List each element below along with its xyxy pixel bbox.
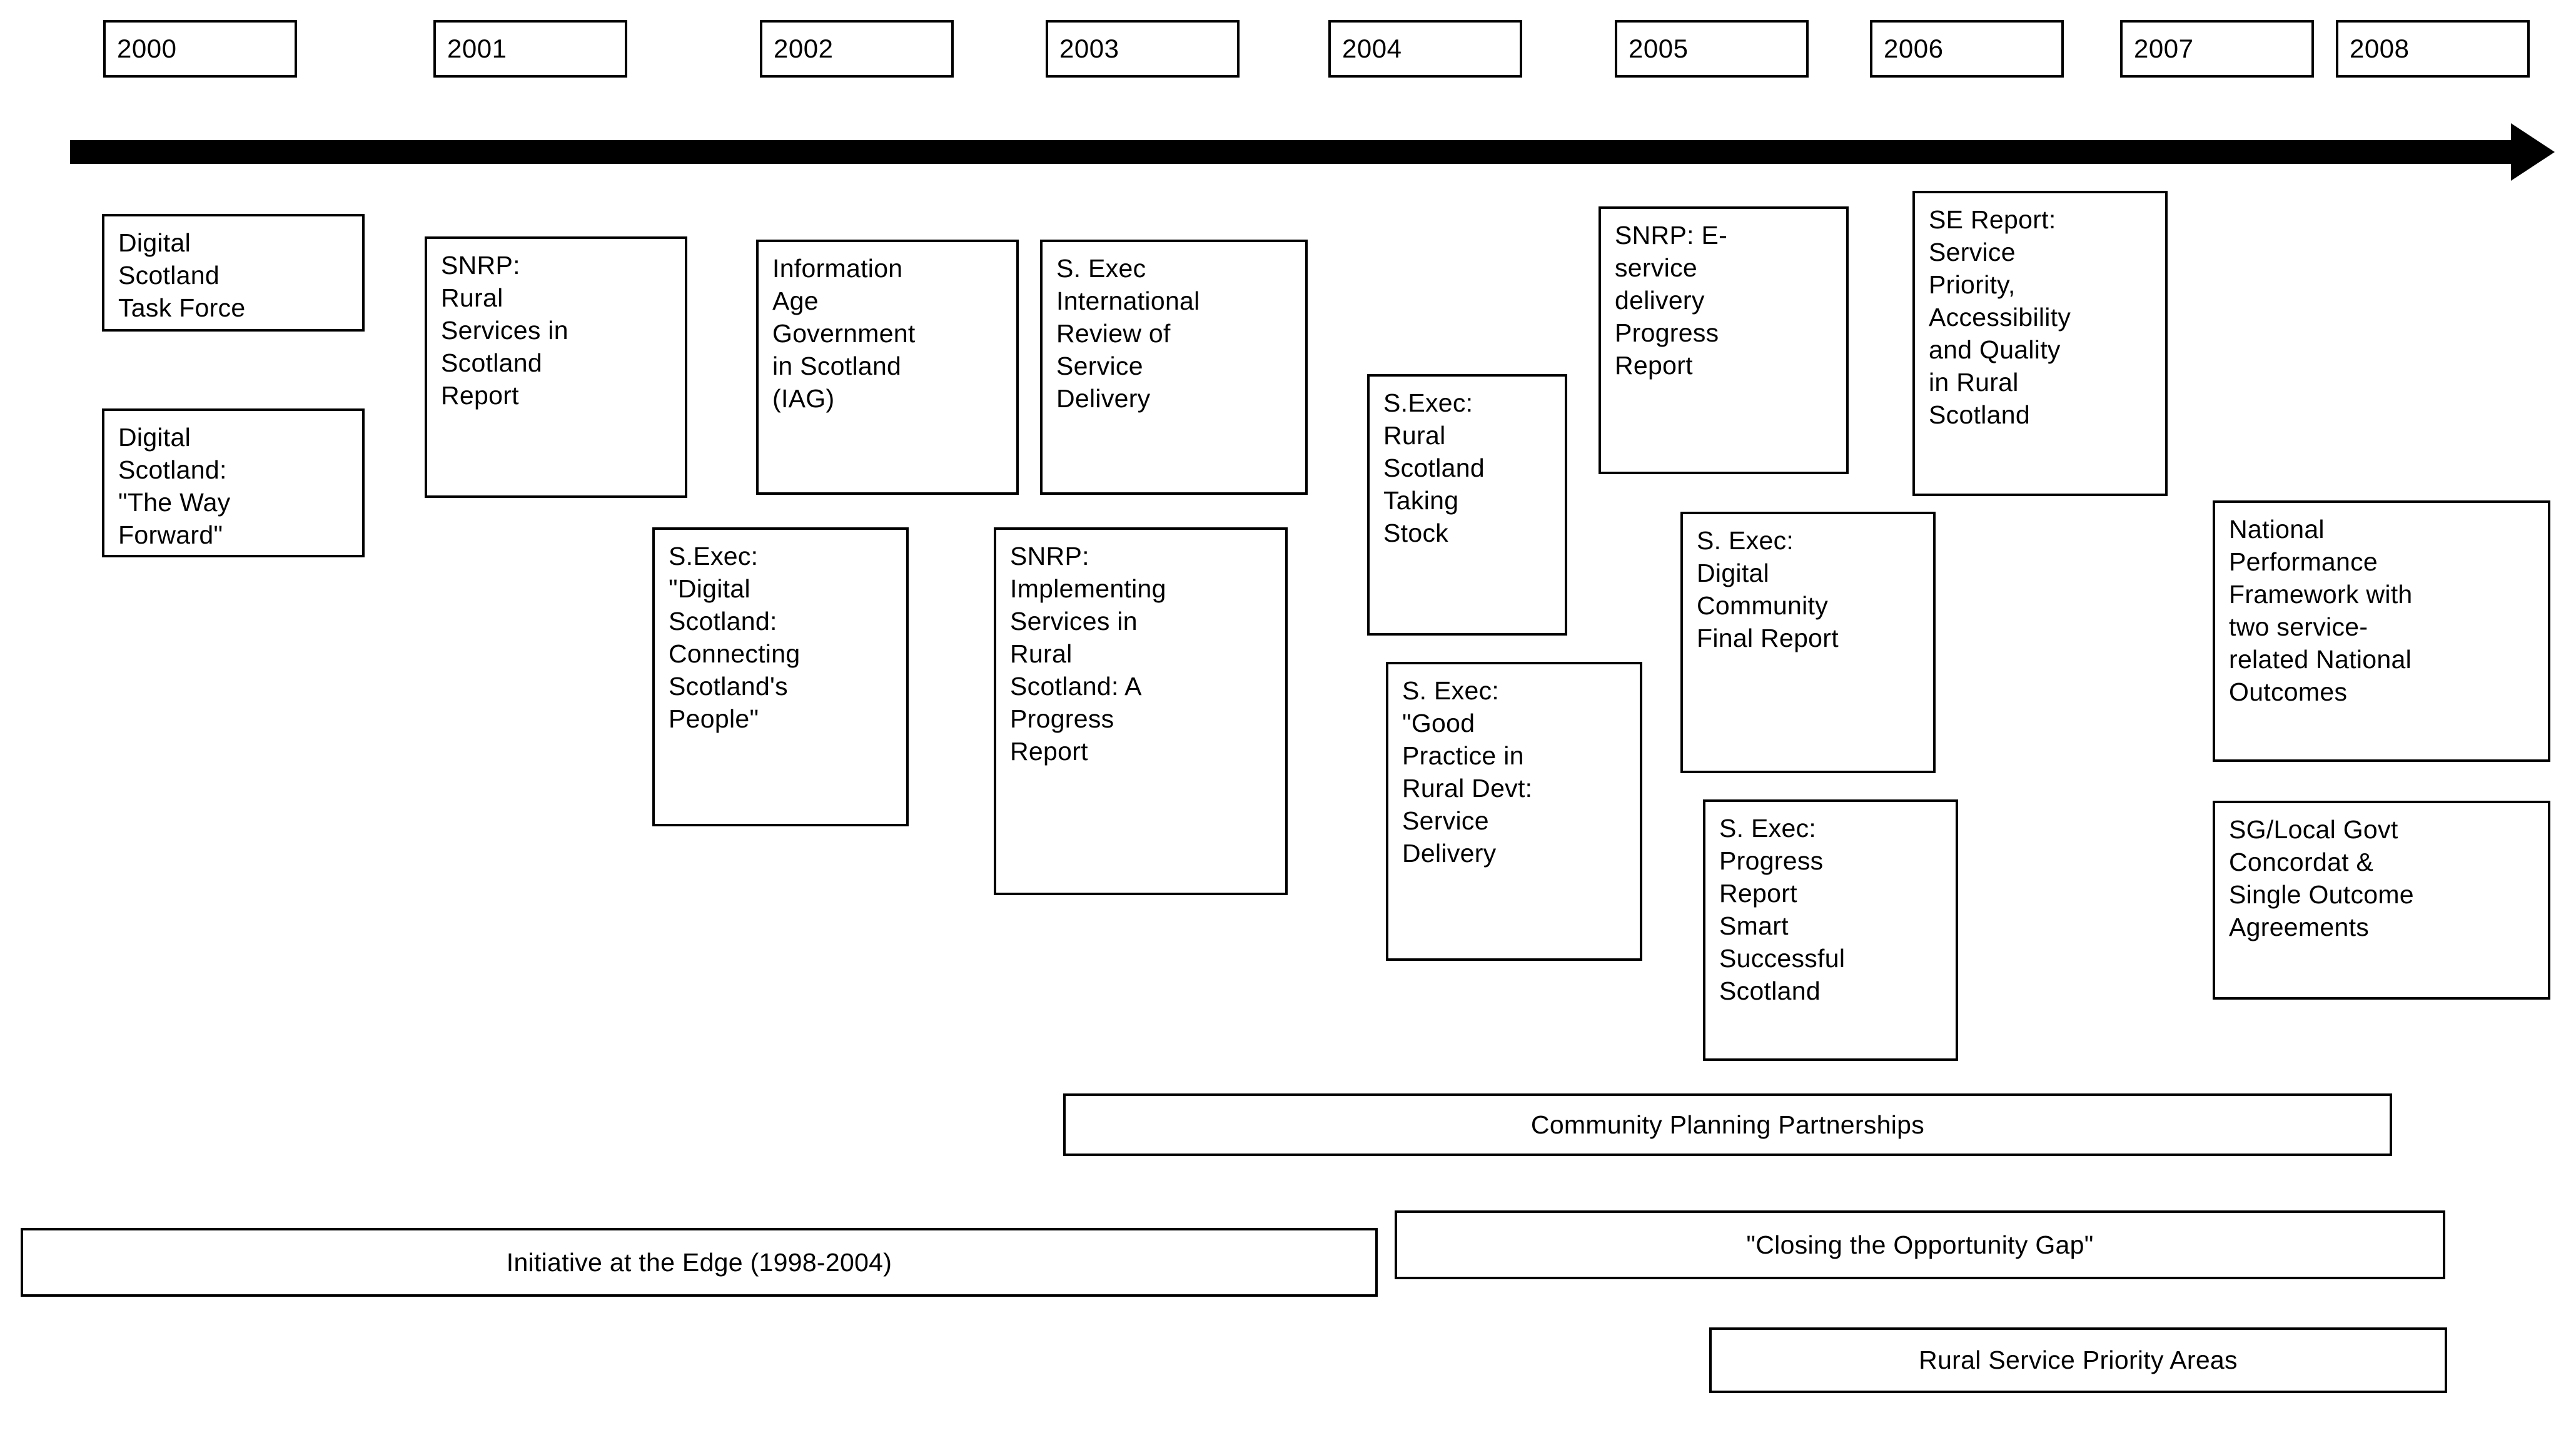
year-label: 2001 — [447, 34, 507, 63]
span-bar-community-planning-partnerships: Community Planning Partnerships — [1063, 1093, 2392, 1156]
span-bar-label: "Closing the Opportunity Gap" — [1746, 1230, 2094, 1259]
event-box-se-report-service-priority-accessibility-quality: SE Report: Service Priority, Accessibili… — [1912, 191, 2168, 496]
event-box-sexec-progress-report-smart-successful-scotland: S. Exec: Progress Report Smart Successfu… — [1703, 799, 1958, 1061]
span-bar-label: Rural Service Priority Areas — [1919, 1346, 2238, 1374]
year-box-2001: 2001 — [433, 20, 627, 78]
year-label: 2006 — [1884, 34, 1944, 63]
year-box-2003: 2003 — [1046, 20, 1240, 78]
year-label: 2005 — [1629, 34, 1689, 63]
year-label: 2004 — [1342, 34, 1402, 63]
year-box-2000: 2000 — [103, 20, 297, 78]
year-box-2007: 2007 — [2120, 20, 2314, 78]
span-bar-closing-the-opportunity-gap: "Closing the Opportunity Gap" — [1395, 1210, 2445, 1279]
event-box-information-age-government-scotland: Information Age Government in Scotland (… — [756, 240, 1019, 495]
year-label: 2007 — [2134, 34, 2194, 63]
event-box-sexec-good-practice-rural-devt: S. Exec: "Good Practice in Rural Devt: S… — [1386, 662, 1642, 961]
event-box-digital-scotland-way-forward: Digital Scotland: "The Way Forward" — [102, 408, 365, 557]
event-box-sexec-rural-scotland-taking-stock: S.Exec: Rural Scotland Taking Stock — [1367, 374, 1567, 636]
event-box-sexec-international-review-service-delivery: S. Exec International Review of Service … — [1040, 240, 1308, 495]
event-box-sexec-digital-community-final-report: S. Exec: Digital Community Final Report — [1680, 512, 1936, 773]
year-box-2006: 2006 — [1870, 20, 2064, 78]
year-box-2005: 2005 — [1615, 20, 1809, 78]
event-box-snrp-rural-services-scotland-report: SNRP: Rural Services in Scotland Report — [425, 236, 687, 498]
year-box-2002: 2002 — [760, 20, 954, 78]
span-bar-initiative-at-the-edge: Initiative at the Edge (1998-2004) — [21, 1228, 1378, 1297]
event-box-national-performance-framework: National Performance Framework with two … — [2213, 500, 2550, 762]
span-bar-rural-service-priority-areas: Rural Service Priority Areas — [1709, 1327, 2447, 1393]
span-bar-label: Community Planning Partnerships — [1530, 1110, 1925, 1139]
event-box-digital-scotland-task-force: Digital Scotland Task Force — [102, 214, 365, 332]
event-box-sexec-digital-scotland-connecting-people: S.Exec: "Digital Scotland: Connecting Sc… — [652, 527, 909, 826]
year-label: 2003 — [1059, 34, 1119, 63]
year-box-2004: 2004 — [1328, 20, 1522, 78]
span-bar-label: Initiative at the Edge (1998-2004) — [506, 1247, 892, 1277]
event-box-sg-local-govt-concordat: SG/Local Govt Concordat & Single Outcome… — [2213, 801, 2550, 1000]
year-box-2008: 2008 — [2336, 20, 2530, 78]
timeline-arrow-head-icon — [2511, 123, 2555, 181]
year-label: 2000 — [117, 34, 177, 63]
year-label: 2002 — [774, 34, 834, 63]
year-label: 2008 — [2350, 34, 2410, 63]
event-box-snrp-eservice-delivery-progress-report: SNRP: E- service delivery Progress Repor… — [1599, 206, 1849, 474]
event-box-snrp-implementing-services-rural-scotland: SNRP: Implementing Services in Rural Sco… — [994, 527, 1288, 895]
timeline-arrow-line — [70, 140, 2512, 164]
